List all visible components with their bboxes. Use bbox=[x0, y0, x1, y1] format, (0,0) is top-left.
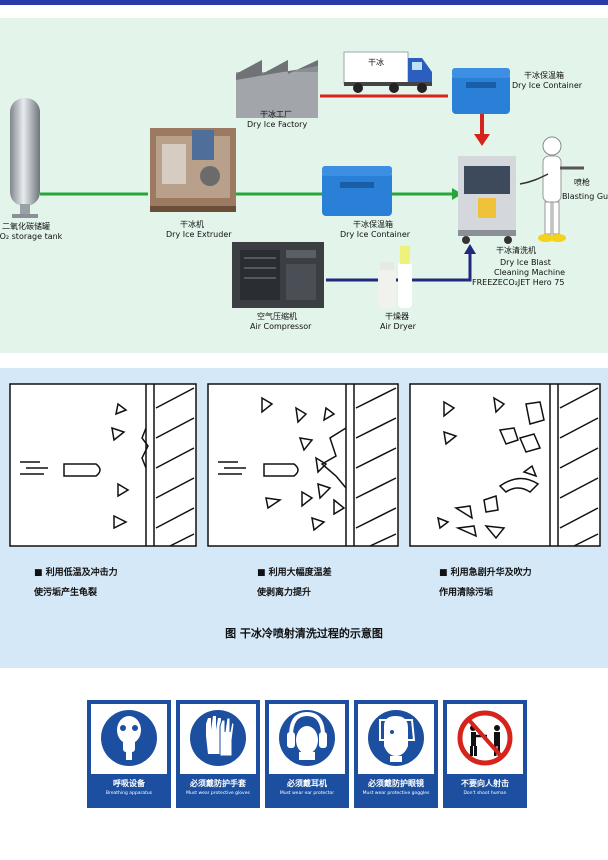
stage-3-caption-line2: 作用清除污垢 bbox=[439, 588, 494, 598]
safety-signs-row: 呼吸设备 Breathing apparatus 必须戴防护手套 Must we… bbox=[87, 700, 527, 808]
container-mid-label-cn: 干冰保温箱 bbox=[353, 220, 393, 229]
sign-breathing-cn: 呼吸设备 bbox=[113, 779, 145, 788]
extruder-label-cn: 干冰机 bbox=[180, 220, 204, 229]
stage-2-caption-line2: 使剥离力提升 bbox=[257, 588, 312, 598]
process-flow-diagram: 二氧化碳储罐 CO₂ storage tank 干冰工厂 Dry Ice Fac… bbox=[0, 18, 608, 353]
machine-label-en1: Dry Ice Blast bbox=[500, 258, 551, 267]
machine-label-cn: 干冰清洗机 bbox=[496, 246, 536, 255]
co2-tank-label-cn: 二氧化碳储罐 bbox=[2, 222, 50, 231]
stage-2-caption-line1: ■ 利用大幅度温差 bbox=[257, 568, 332, 578]
container-top-label-cn: 干冰保温箱 bbox=[524, 71, 564, 80]
gun-label-en: Blasting Gu bbox=[562, 192, 608, 201]
compressor-label-cn: 空气压缩机 bbox=[257, 312, 297, 321]
dryer-label-en: Air Dryer bbox=[380, 322, 416, 331]
sign-breathing-apparatus: 呼吸设备 Breathing apparatus bbox=[87, 700, 171, 808]
stage-2-frame bbox=[207, 383, 399, 547]
gloves-icon bbox=[190, 710, 246, 766]
sign-shoot-cn: 不要向人射击 bbox=[461, 779, 509, 788]
no-shooting-icon bbox=[457, 710, 513, 766]
blast-process-schematic: ■ 利用低温及冲击力 使污垢产生龟裂 ■ 利用大幅度温差 使剥离力提升 ■ 利用… bbox=[0, 368, 608, 668]
factory-icon bbox=[236, 60, 318, 118]
stage-3-caption-line1: ■ 利用急剧升华及吹力 bbox=[439, 568, 532, 578]
sign-breathing-en: Breathing apparatus bbox=[105, 791, 153, 796]
container-mid-label-en: Dry Ice Container bbox=[340, 230, 411, 239]
sign-ear-cn: 必须戴耳机 bbox=[287, 779, 327, 788]
machine-label-en3: FREEZECO₂JET Hero 75 bbox=[472, 278, 565, 287]
figure-title: 图 干冰冷喷射清洗过程的示意图 bbox=[225, 627, 383, 640]
extruder-label-en: Dry Ice Extruder bbox=[166, 230, 232, 239]
cleaning-machine-icon bbox=[458, 156, 516, 244]
stage-3-frame bbox=[409, 383, 601, 547]
factory-label-cn: 干冰工厂 bbox=[260, 110, 292, 119]
sign-ear-protector: 必须戴耳机 Must wear ear protector bbox=[265, 700, 349, 808]
sign-goggles-en: Must wear protective goggles bbox=[362, 791, 430, 796]
process-flow-graphics bbox=[10, 51, 584, 308]
sign-protective-gloves: 必须戴防护手套 Must wear protective gloves bbox=[176, 700, 260, 808]
ear-protector-icon bbox=[279, 710, 335, 766]
extruder-icon bbox=[150, 128, 236, 212]
respirator-icon bbox=[101, 710, 157, 766]
sign-goggles-cn: 必须戴防护眼镜 bbox=[368, 779, 424, 788]
flow-arrow-blue bbox=[464, 244, 476, 254]
container-top-icon bbox=[452, 68, 510, 114]
sign-protective-goggles: 必须戴防护眼镜 Must wear protective goggles bbox=[354, 700, 438, 808]
operator-icon bbox=[519, 136, 584, 242]
flow-line-compressor-machine bbox=[326, 252, 472, 282]
flow-arrow-green bbox=[452, 188, 462, 200]
container-mid-icon bbox=[322, 166, 392, 216]
factory-label-en: Dry Ice Factory bbox=[247, 120, 308, 129]
compressor-label-en: Air Compressor bbox=[250, 322, 312, 331]
truck-label: 干冰 bbox=[368, 58, 384, 67]
sign-gloves-cn: 必须戴防护手套 bbox=[190, 779, 246, 788]
truck-icon bbox=[343, 51, 432, 93]
sign-dont-shoot-human: 不要向人射击 Don't shoot human bbox=[443, 700, 527, 808]
top-bar bbox=[0, 0, 608, 5]
sign-gloves-en: Must wear protective gloves bbox=[186, 791, 250, 796]
stage-1-caption-line2: 使污垢产生龟裂 bbox=[34, 588, 98, 598]
machine-label-en2: Cleaning Machine bbox=[494, 268, 566, 277]
flow-arrow-red bbox=[474, 134, 490, 146]
goggles-icon bbox=[368, 710, 424, 766]
stage-1-caption-line1: ■ 利用低温及冲击力 bbox=[34, 568, 118, 578]
dryer-icon bbox=[378, 246, 412, 308]
sign-shoot-en: Don't shoot human bbox=[463, 791, 507, 796]
co2-tank-icon bbox=[10, 98, 40, 218]
schematic-graphics bbox=[9, 383, 601, 547]
compressor-icon bbox=[232, 242, 324, 308]
co2-tank-label-en: CO₂ storage tank bbox=[0, 232, 63, 241]
sign-ear-en: Must wear ear protector bbox=[279, 791, 335, 796]
dryer-label-cn: 干燥器 bbox=[385, 312, 409, 321]
gun-label-cn: 喷枪 bbox=[574, 178, 590, 187]
stage-1-frame bbox=[9, 383, 197, 547]
container-top-label-en: Dry Ice Container bbox=[512, 81, 583, 90]
